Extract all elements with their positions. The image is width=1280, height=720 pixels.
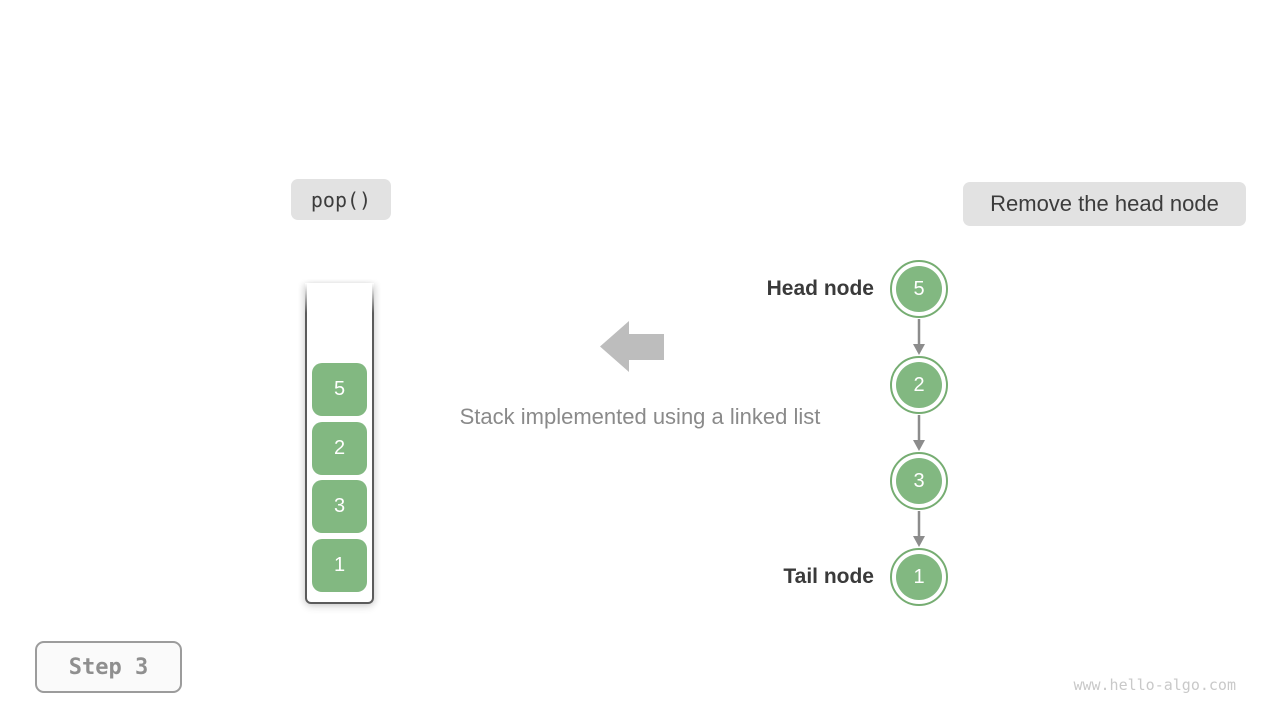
stack-border-fade-left [305, 283, 307, 313]
stack-item: 3 [312, 480, 367, 533]
left-block-arrow-icon [600, 321, 664, 372]
linked-list-node: 1 [890, 548, 948, 606]
next-pointer-arrow-icon [913, 319, 925, 355]
stack-item: 2 [312, 422, 367, 475]
linked-list-node-value: 2 [896, 362, 942, 408]
step-badge: Step 3 [35, 641, 182, 693]
caption: Stack implemented using a linked list [459, 404, 821, 429]
linked-list-node: 2 [890, 356, 948, 414]
linked-list-node: 3 [890, 452, 948, 510]
next-pointer-arrow-icon [913, 415, 925, 451]
linked-list-node: 5 [890, 260, 948, 318]
head-node-label: Head node [766, 277, 874, 300]
tail-node-label: Tail node [783, 565, 874, 588]
next-pointer-arrow-icon [913, 511, 925, 547]
stack-border-fade-right [372, 283, 374, 313]
action-badge: Remove the head node [963, 182, 1246, 226]
stack-item: 5 [312, 363, 367, 416]
operation-badge: pop() [291, 179, 391, 220]
stack-item: 1 [312, 539, 367, 592]
watermark: www.hello-algo.com [1073, 676, 1236, 694]
linked-list-node-value: 3 [896, 458, 942, 504]
linked-list-node-value: 1 [896, 554, 942, 600]
linked-list-node-value: 5 [896, 266, 942, 312]
